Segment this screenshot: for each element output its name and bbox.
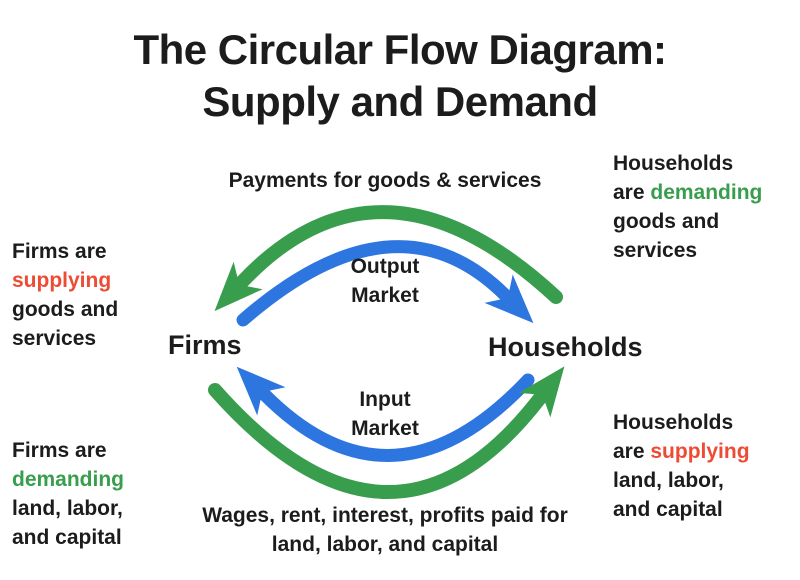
top-flow-label: Payments for goods & services <box>228 169 542 192</box>
annotation-line: services <box>613 238 698 262</box>
annotation-prefix: are <box>613 180 645 204</box>
annotation-line: Firms are <box>12 439 107 462</box>
output-market-label: Output Market <box>285 253 485 311</box>
annotation-line: Households <box>613 152 734 175</box>
input-market-label: Input Market <box>285 386 485 444</box>
input-market-line1: Input <box>359 388 411 411</box>
output-market-line1: Output <box>350 255 420 278</box>
annotation-households-demanding: Households are demanding goods and servi… <box>613 150 793 266</box>
annotation-line: Households <box>613 411 734 434</box>
bottom-flow-label: Wages, rent, interest, profits paid for … <box>135 502 635 560</box>
page-title-line1: The Circular Flow Diagram: <box>133 26 667 73</box>
annotation-line: land, labor, <box>613 468 724 492</box>
input-market-line2: Market <box>351 416 419 440</box>
firms-node-label: Firms <box>168 330 242 360</box>
page-title: The Circular Flow Diagram: Supply and De… <box>0 24 800 128</box>
annotation-households-supplying: Households are supplying land, labor, an… <box>613 409 793 525</box>
annotation-line: are supplying <box>613 438 793 467</box>
highlight-supplying: supplying <box>650 439 750 463</box>
page-title-line2: Supply and Demand <box>202 78 598 126</box>
households-node-label: Households <box>488 332 643 362</box>
bottom-flow-line1: Wages, rent, interest, profits paid for <box>202 504 568 527</box>
highlight-demanding: demanding <box>650 180 763 204</box>
annotation-line: goods and <box>613 209 720 233</box>
annotation-line: are demanding <box>613 179 793 208</box>
annotation-line: land, labor, <box>12 496 123 520</box>
bottom-flow-line2: land, labor, and capital <box>271 532 499 556</box>
annotation-prefix: are <box>613 439 645 463</box>
annotation-line: and capital <box>613 497 723 521</box>
output-market-line2: Market <box>351 283 419 307</box>
highlight-demanding: demanding <box>12 467 125 491</box>
annotation-firms-demanding: Firms are demanding land, labor, and cap… <box>12 437 182 553</box>
annotation-line: goods and <box>12 297 119 321</box>
annotation-firms-supplying: Firms are supplying goods and services <box>12 238 172 354</box>
annotation-line: services <box>12 326 97 350</box>
annotation-line: Firms are <box>12 240 107 263</box>
highlight-supplying: supplying <box>12 268 112 292</box>
annotation-line: and capital <box>12 525 122 549</box>
